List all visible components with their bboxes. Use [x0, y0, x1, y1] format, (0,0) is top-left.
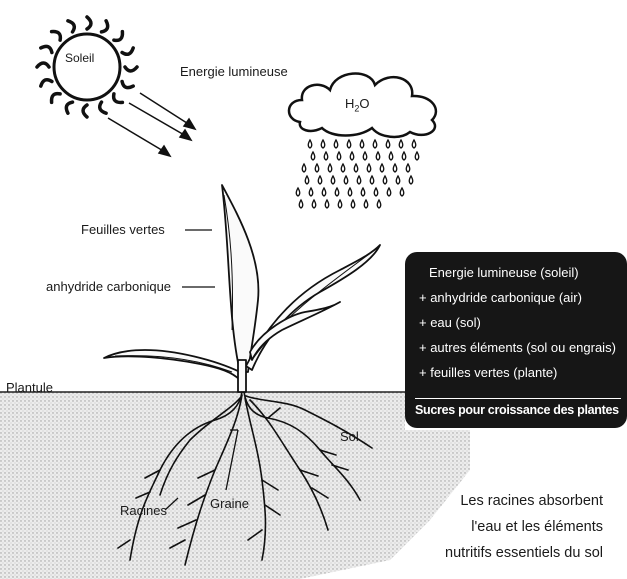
equation-line: Energie lumineuse (soleil): [429, 265, 579, 280]
note-line: nutritifs essentiels du sol: [445, 540, 603, 566]
equation-line: + eau (sol): [419, 315, 481, 330]
water-label: H2O: [345, 97, 370, 114]
co2-label: anhydride carbonique: [46, 280, 171, 293]
sun-label: Soleil: [65, 52, 94, 64]
equation-line: + anhydride carbonique (air): [419, 290, 582, 305]
seed-label: Graine: [210, 497, 249, 510]
seedling-label: Plantule: [6, 381, 53, 394]
equation-divider: [415, 398, 621, 399]
leaves-label: Feuilles vertes: [81, 223, 165, 236]
sun-icon: [37, 17, 137, 117]
roots-note: Les racines absorbent l'eau et les éléme…: [445, 488, 603, 566]
equation-line: + feuilles vertes (plante): [419, 365, 557, 380]
equation-result: Sucres pour croissance des plantes: [415, 403, 619, 417]
rain-drops: [296, 140, 419, 208]
roots-label: Racines: [120, 504, 167, 517]
soil-label: Sol: [340, 430, 359, 443]
light-energy-label: Energie lumineuse: [180, 65, 288, 78]
note-line: Les racines absorbent: [445, 488, 603, 514]
photosynthesis-equation-box: Energie lumineuse (soleil) + anhydride c…: [405, 252, 627, 428]
equation-line: + autres éléments (sol ou engrais): [419, 340, 616, 355]
note-line: l'eau et les éléments: [445, 514, 603, 540]
